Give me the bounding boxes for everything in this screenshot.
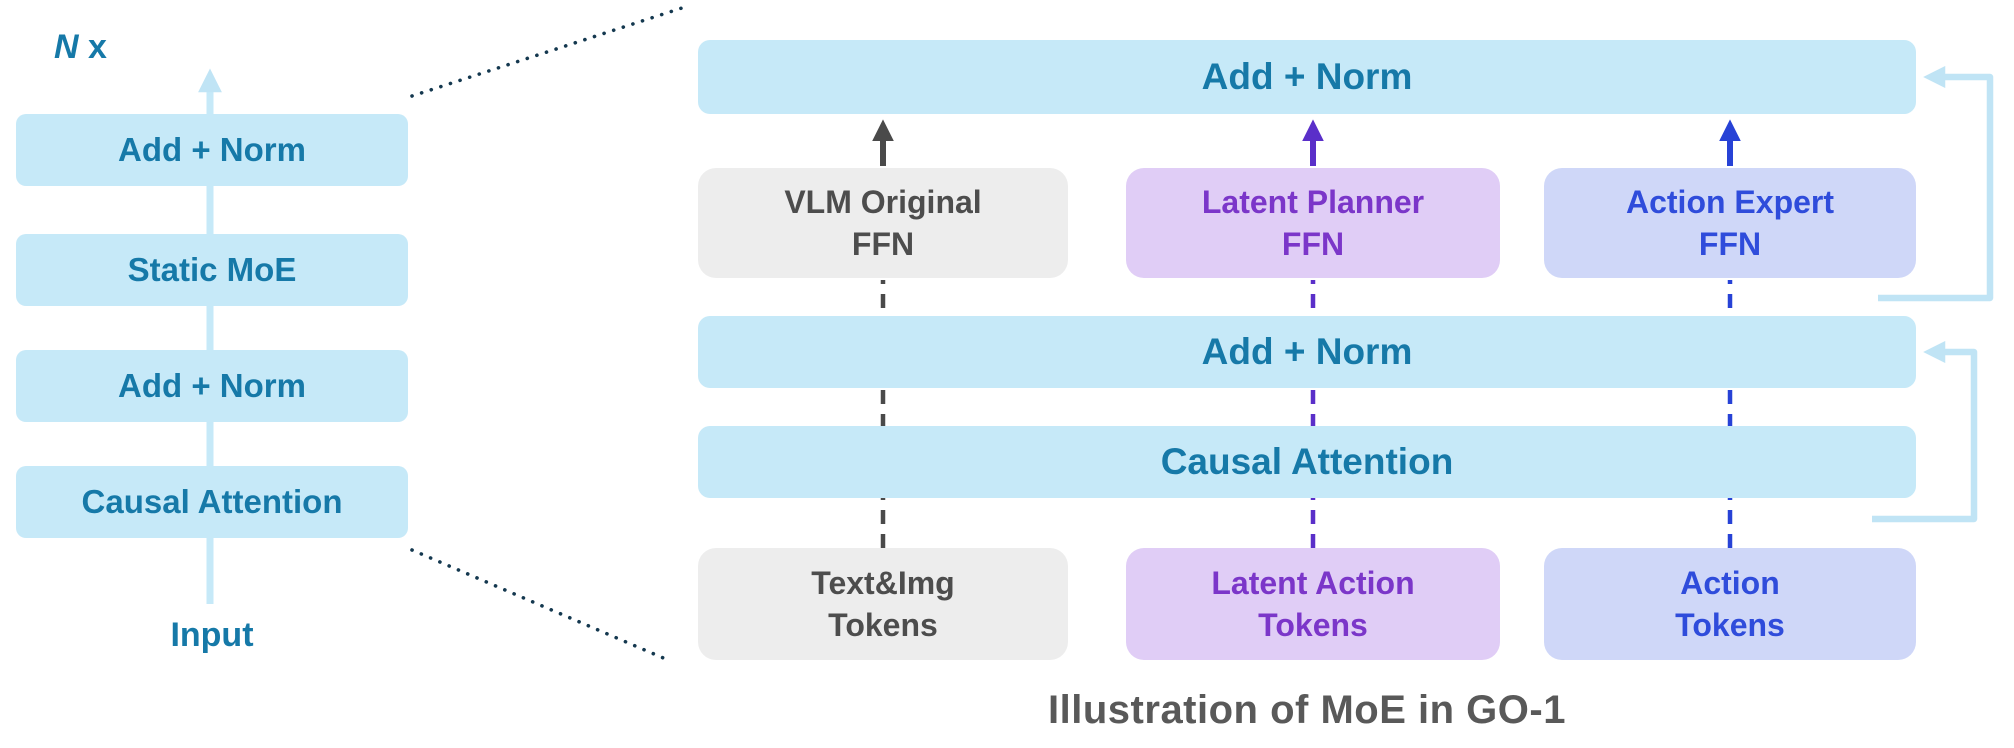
- top-add-norm-bar: Add + Norm: [698, 40, 1916, 114]
- expansion-dotted-line-bottom: [410, 548, 670, 662]
- latent-planner-ffn-box: Latent Planner FFN: [1126, 168, 1500, 278]
- block-causal-attention: Causal Attention: [16, 466, 408, 538]
- mid-add-norm-bar: Add + Norm: [698, 316, 1916, 388]
- repeat-count-label: N x: [54, 28, 107, 67]
- block-add-norm-bottom: Add + Norm: [16, 350, 408, 422]
- expansion-dotted-line-top: [410, 4, 690, 98]
- vlm-original-ffn-box: VLM Original FFN: [698, 168, 1068, 278]
- block-add-norm-top: Add + Norm: [16, 114, 408, 186]
- causal-attention-bar: Causal Attention: [698, 426, 1916, 498]
- block-static-moe: Static MoE: [16, 234, 408, 306]
- action-tokens-box: Action Tokens: [1544, 548, 1916, 660]
- residual-connection-upper: [1878, 65, 1994, 302]
- repeat-n: N: [54, 28, 79, 66]
- residual-connection-lower: [1872, 340, 1978, 523]
- action-expert-ffn-box: Action Expert FFN: [1544, 168, 1916, 278]
- latent-action-tokens-box: Latent Action Tokens: [1126, 548, 1500, 660]
- text-img-tokens-box: Text&Img Tokens: [698, 548, 1068, 660]
- figure-caption: Illustration of MoE in GO-1: [1048, 688, 1566, 732]
- input-label: Input: [170, 616, 254, 654]
- repeat-x: x: [78, 28, 107, 66]
